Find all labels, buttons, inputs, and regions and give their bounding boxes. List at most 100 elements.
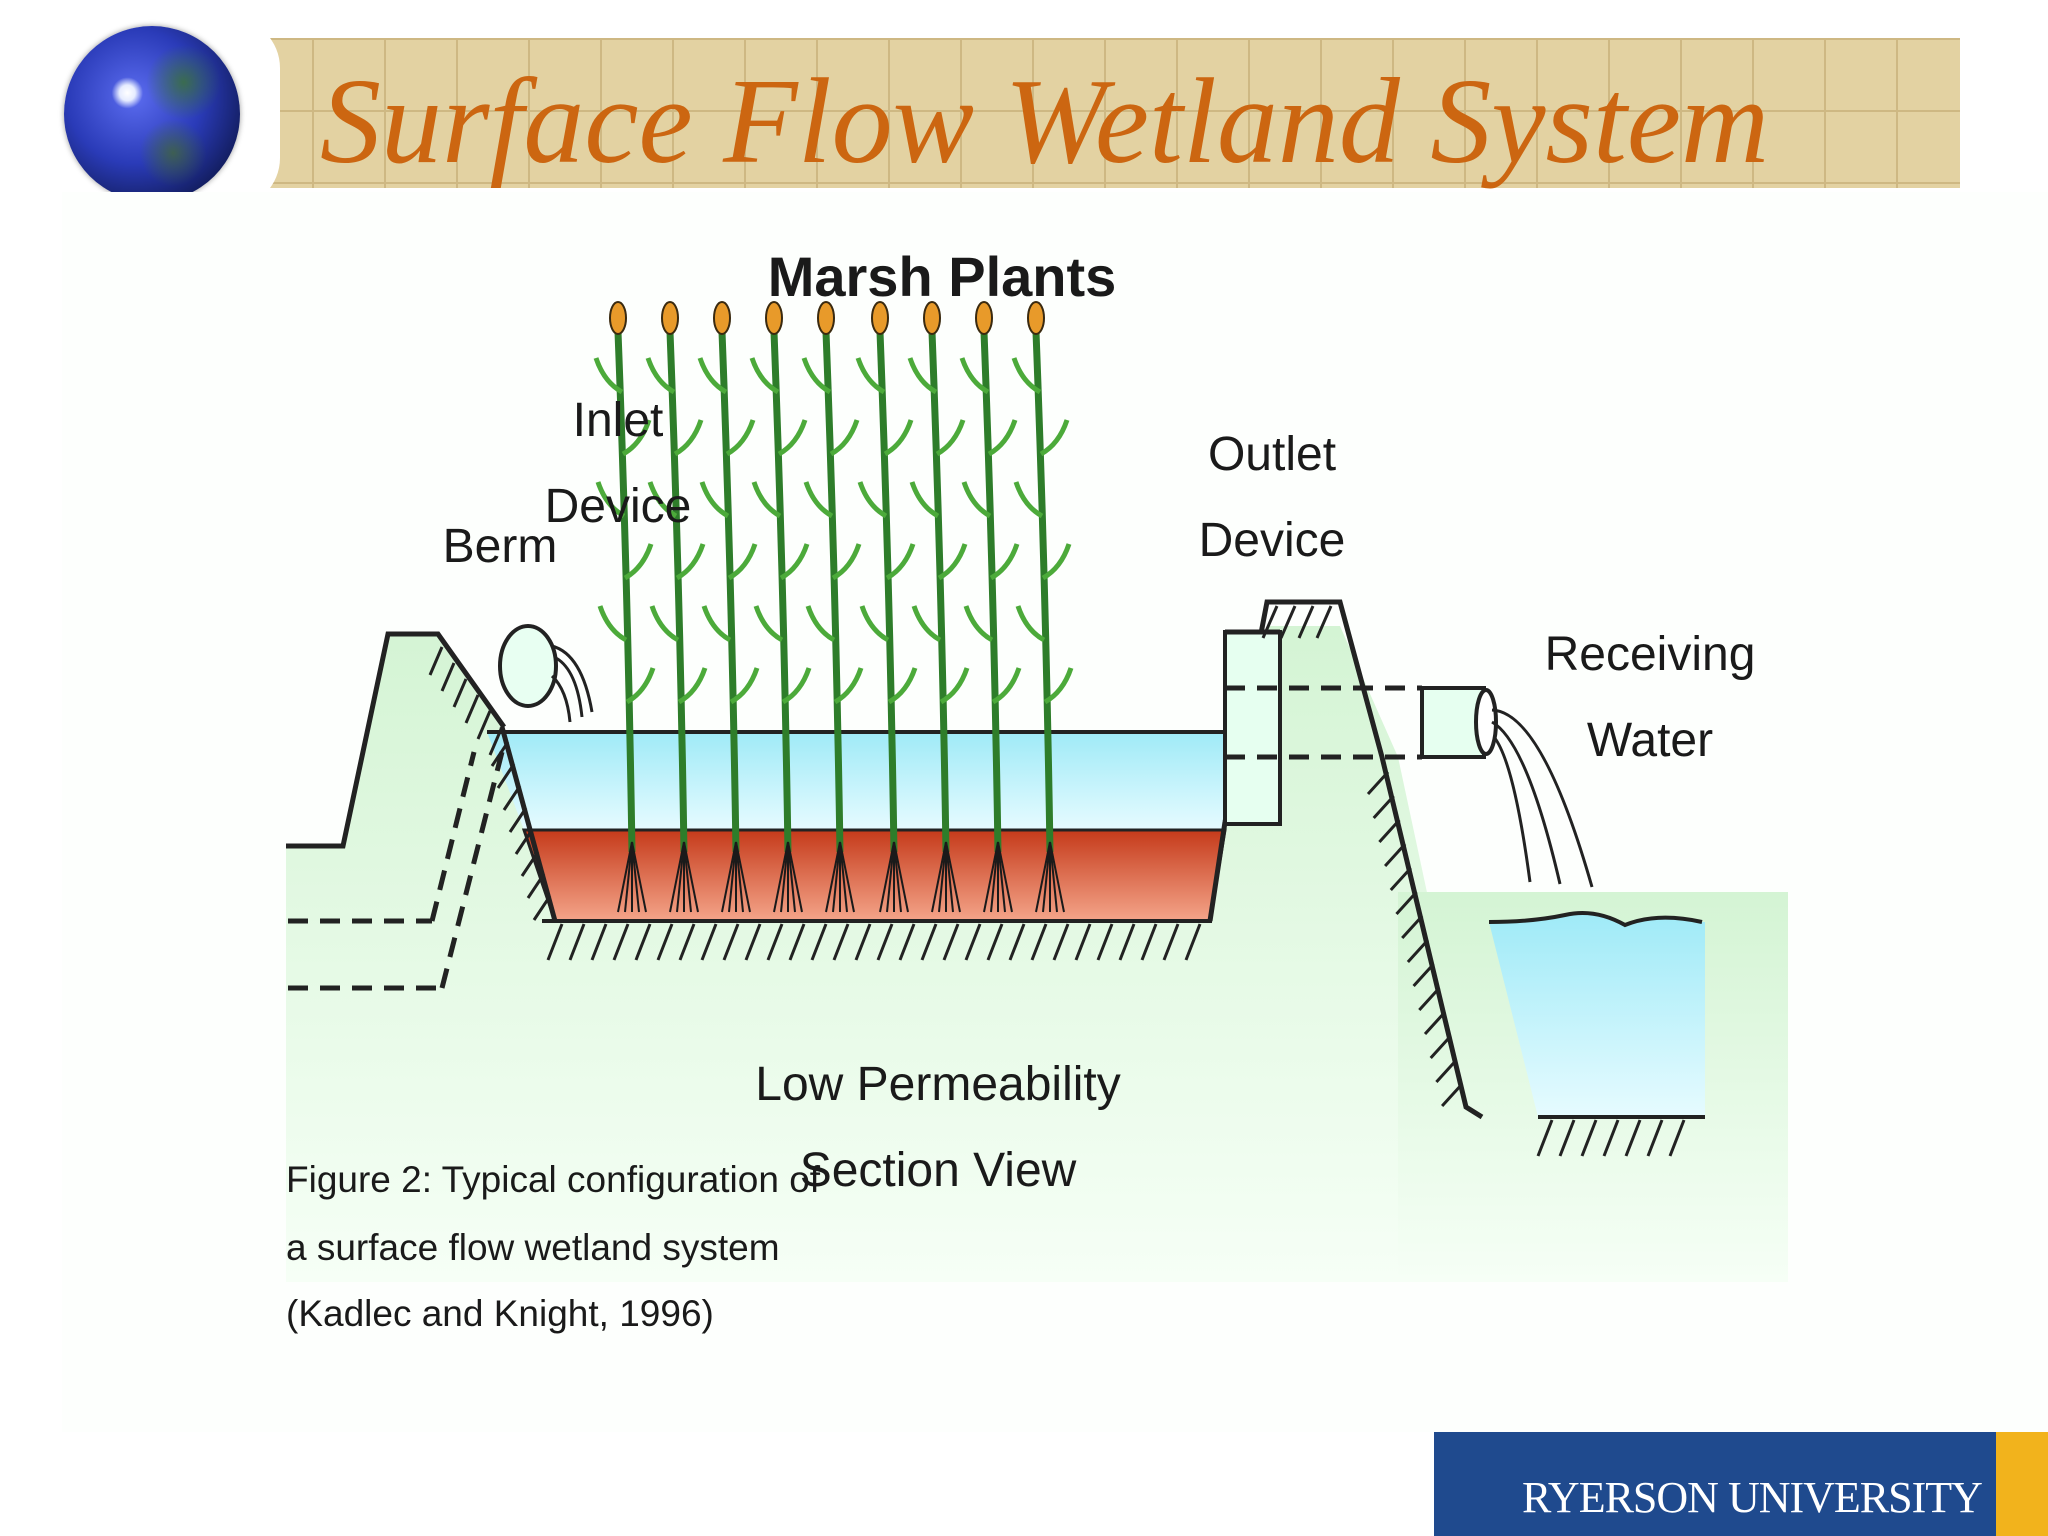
wetland-diagram: Marsh Plants Berm Inlet Device Outlet De… — [286, 245, 1788, 1334]
hatch-mark — [568, 923, 586, 961]
hatch-mark — [722, 923, 740, 961]
hatch-mark — [508, 807, 528, 833]
marsh-plant — [855, 301, 918, 913]
hatch-mark — [532, 895, 552, 921]
hatch-mark — [464, 694, 480, 724]
label-low-permeability: Low Permeability — [755, 1058, 1120, 1111]
hatch-mark — [1315, 605, 1333, 639]
hatch-mark — [428, 646, 444, 676]
marsh-plant — [645, 301, 708, 913]
hatch-mark — [1395, 890, 1418, 916]
hatch-mark — [1074, 923, 1092, 961]
hatch-mark — [1406, 938, 1430, 964]
hatch-mark — [942, 923, 960, 961]
hatch-mark — [502, 785, 522, 811]
hatch-mark — [590, 923, 608, 961]
logo-text: RYERSON UNIVERSITY — [1522, 1473, 1983, 1522]
hatch-mark — [1297, 605, 1315, 639]
hatch-mark — [876, 923, 894, 961]
hatch-mark — [1383, 842, 1407, 868]
hatch-mark — [612, 923, 630, 961]
hatch-mark — [1580, 1119, 1598, 1157]
label-outlet-line1: Outlet — [1208, 428, 1336, 481]
marsh-plant — [697, 301, 760, 913]
hatch-mark — [526, 873, 546, 899]
outlet-pipe — [1420, 686, 1498, 759]
hatch-mark — [488, 726, 504, 756]
hatch-mark — [1389, 866, 1412, 892]
marsh-plant — [907, 301, 970, 913]
marsh-plant — [1011, 301, 1074, 913]
outlet-structure — [1223, 630, 1282, 826]
hatch-mark — [452, 678, 468, 708]
label-outlet-line2: Device — [1199, 514, 1346, 567]
hatch-mark — [1418, 986, 1441, 1012]
hatch-mark — [1118, 923, 1136, 961]
marsh-plant — [749, 301, 812, 913]
hatch-mark — [832, 923, 850, 961]
banner-cutout — [240, 38, 280, 188]
hatch-mark — [986, 923, 1004, 961]
wetland-water — [487, 732, 1225, 830]
hatch-mark — [634, 923, 652, 961]
title-banner — [240, 38, 1960, 188]
hatch-mark — [1624, 1119, 1642, 1157]
hatch-mark — [1401, 914, 1424, 940]
hatch-mark — [1008, 923, 1026, 961]
hatch-mark — [854, 923, 872, 961]
hatch-mark — [700, 923, 718, 961]
hatch-mark — [440, 662, 456, 692]
marsh-plant — [593, 301, 656, 913]
hatch-mark — [1440, 1082, 1464, 1108]
hatch-mark — [1140, 923, 1158, 961]
hatch-mark — [476, 710, 492, 740]
hatch-mark — [546, 923, 564, 961]
hatch-mark — [1372, 794, 1395, 820]
world-map-pattern — [240, 38, 1960, 188]
globe-icon — [64, 26, 240, 202]
ground-hatching — [428, 605, 1686, 1157]
label-receiving-line1: Receiving — [1545, 628, 1756, 681]
hatch-mark — [1261, 605, 1279, 639]
hatch-mark — [1602, 1119, 1620, 1157]
caption-line1: Figure 2: Typical configuration of — [286, 1159, 821, 1200]
receiving-water — [1489, 912, 1705, 1117]
ground-fill — [286, 626, 1462, 1282]
hatch-mark — [744, 923, 762, 961]
label-receiving-line2: Water — [1587, 714, 1713, 767]
hatch-mark — [656, 923, 674, 961]
hatch-mark — [1646, 1119, 1664, 1157]
hatch-mark — [1558, 1119, 1576, 1157]
hatch-mark — [1030, 923, 1048, 961]
hatch-mark — [1423, 1010, 1447, 1036]
inlet-device — [498, 624, 558, 708]
hatch-mark — [964, 923, 982, 961]
heading-marsh-plants: Marsh Plants — [768, 245, 1117, 308]
hatch-mark — [514, 829, 534, 855]
hatch-mark — [1279, 605, 1297, 639]
logo-gold-stripe — [1996, 1432, 2048, 1536]
hatch-mark — [920, 923, 938, 961]
hatch-mark — [1096, 923, 1114, 961]
label-section-view: Section View — [800, 1144, 1077, 1197]
hatch-mark — [1184, 923, 1202, 961]
inlet-flow — [550, 644, 594, 723]
caption-line2: a surface flow wetland system — [286, 1227, 780, 1268]
label-berm: Berm — [443, 520, 558, 573]
hatch-mark — [490, 741, 510, 767]
diagram-area: Marsh Plants Berm Inlet Device Outlet De… — [62, 192, 2048, 1432]
outlet-flow — [1491, 708, 1594, 888]
hatch-mark — [1435, 1058, 1458, 1084]
hatch-mark — [1412, 962, 1435, 988]
hatch-mark — [678, 923, 696, 961]
label-inlet-line2: Device — [545, 480, 692, 533]
hatch-mark — [1536, 1119, 1554, 1157]
caption-line3: (Kadlec and Knight, 1996) — [286, 1293, 714, 1334]
hatch-mark — [496, 763, 516, 789]
hatch-mark — [898, 923, 916, 961]
dashed-lines — [288, 685, 1422, 991]
hatch-mark — [1429, 1034, 1452, 1060]
marsh-plants — [593, 301, 1074, 913]
marsh-plant — [801, 301, 864, 913]
hatch-mark — [1052, 923, 1070, 961]
